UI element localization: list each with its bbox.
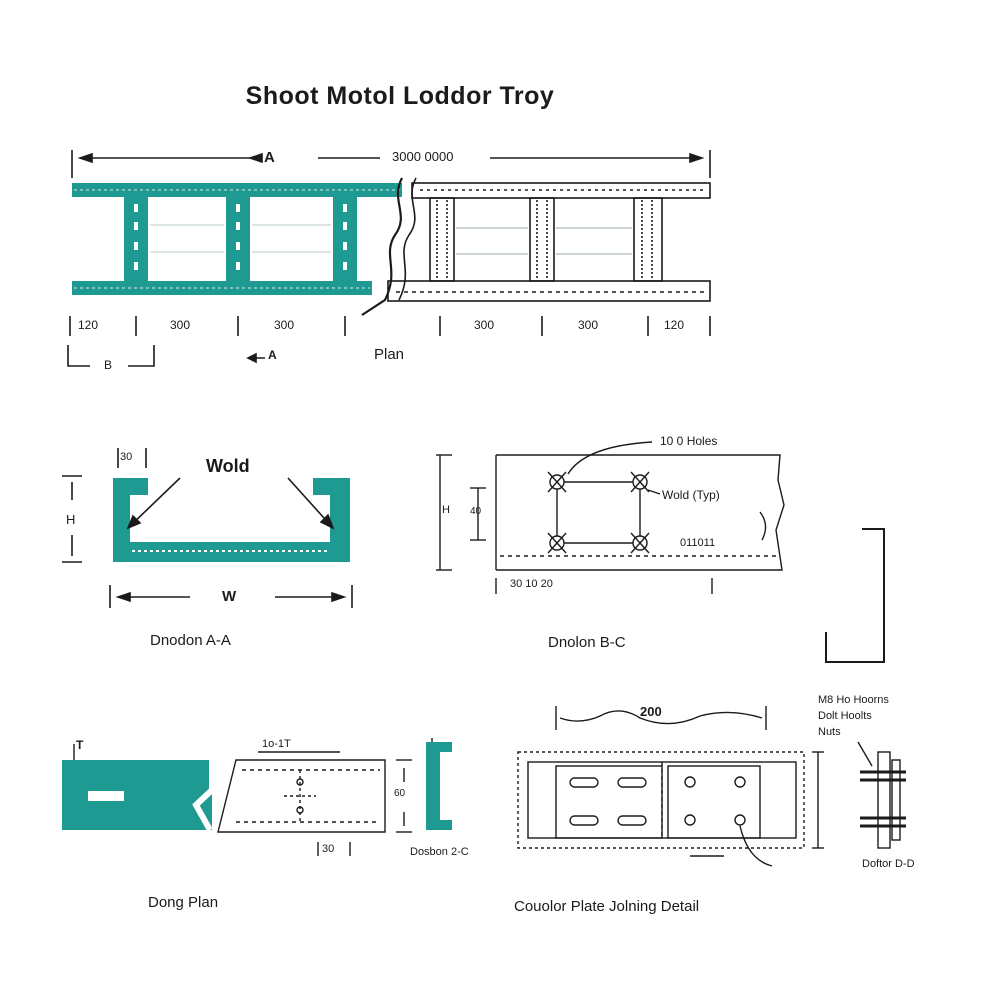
coupler-note-1: M8 Ho Hoorns [818,694,889,706]
coupler-section-label: Doftor D-D [862,858,915,870]
section-bb-height-dim: H [442,504,450,516]
end-plan-top-mark: T [76,738,84,752]
plan-caption: Plan [374,346,405,363]
coupler-caption: Couolor Plate Jolning Detail [514,898,700,915]
coupler-note-3: Nuts [818,726,841,738]
section-mark-a-bottom: A [268,348,277,362]
section-mark-b: B [104,358,113,372]
section-bb [436,441,885,663]
plan-view [67,150,711,367]
weld-label: Wold [206,456,250,476]
dim-left-3: 300 [274,318,295,332]
section-aa-caption: Dnodon A-A [150,632,231,649]
section-mark-a-top: A [264,149,275,166]
section-bb-inner-dim: 40 [470,506,482,517]
holes-label: 10 0 Holes [660,434,718,448]
dim-right-1: 300 [474,318,495,332]
dim-left-1: 120 [78,318,99,332]
overall-length-dim: 3000 0000 [392,149,454,164]
dim-right-2: 300 [578,318,599,332]
height-label: H [66,512,76,527]
end-plan [62,738,452,856]
end-plan-bottom-dim: 30 [322,843,335,855]
dim-right-3: 120 [664,318,685,332]
end-section-label: Dosbon 2-C [410,846,469,858]
spacing-label: 011011 [680,537,716,549]
end-plan-caption: Dong Plan [148,894,219,911]
coupler-plate-detail [517,706,906,867]
dim-left-2: 300 [170,318,191,332]
width-label: W [222,588,237,605]
coupler-top-dim: 200 [640,704,662,719]
end-plan-right-dim: 60 [394,788,406,799]
section-bb-caption: Dnolon B-C [548,634,626,651]
drawing-title: Shoot Motol Loddor Troy [245,82,555,110]
end-plan-top-dim: 1o-1T [262,738,291,750]
weld-typ-label: Wold (Typ) [662,488,720,502]
coupler-note-2: Dolt Hoolts [818,710,872,722]
section-bb-bottom-dim: 30 10 20 [510,578,553,590]
section-aa [62,448,353,608]
section-aa-top-dim: 30 [120,451,133,463]
